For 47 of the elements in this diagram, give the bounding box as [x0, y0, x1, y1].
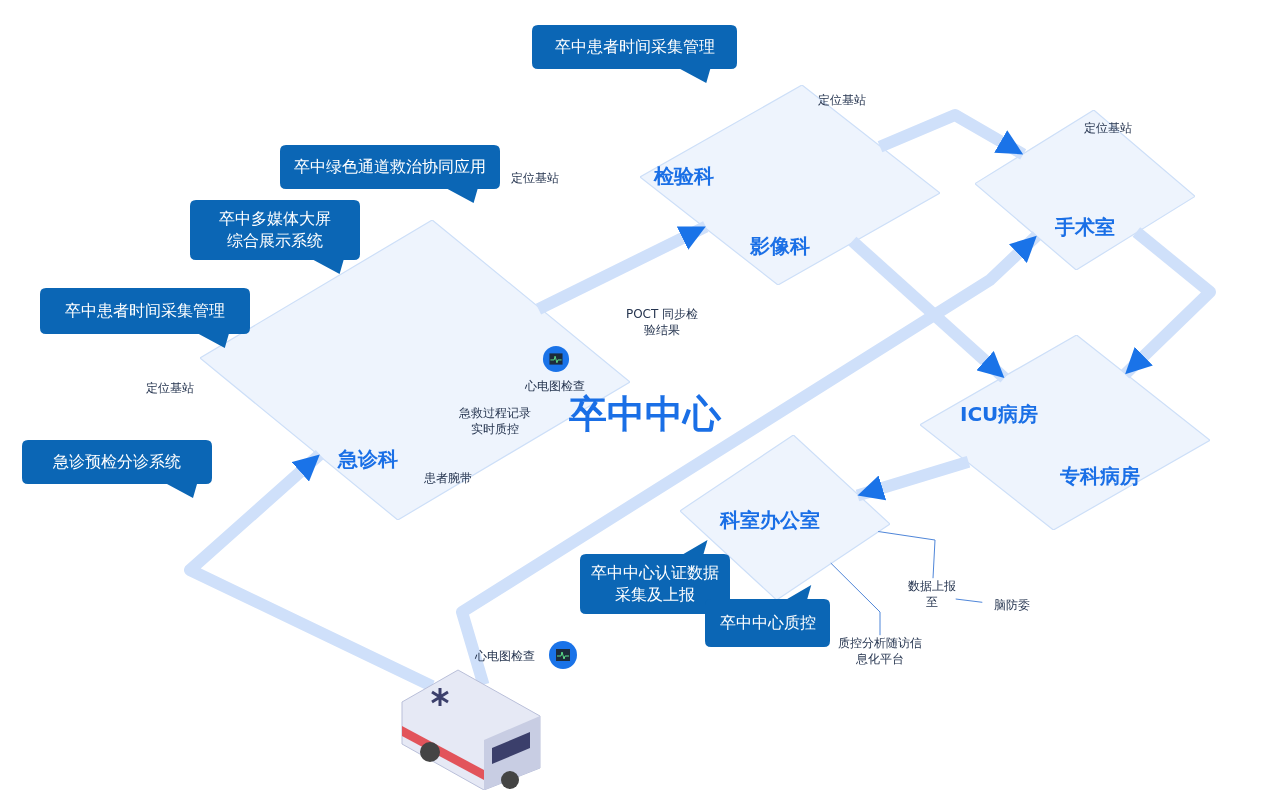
callout-bubble: [580, 540, 730, 614]
annotation-text: 数据上报至: [908, 578, 956, 610]
annotation-text: POCT 同步检验结果: [624, 306, 700, 338]
callout-bubble: [532, 25, 737, 83]
flow-track-arrow: [456, 231, 1041, 687]
annotation-text: 定位基站: [145, 380, 195, 396]
floor-platform: [920, 335, 1210, 530]
callout-text: 卒中患者时间采集管理: [64, 300, 226, 322]
department-label: 影像科: [750, 233, 810, 260]
flow-track-arrow: [535, 221, 709, 315]
annotation-text: 心电图检查: [524, 378, 586, 394]
annotation-text: 质控分析随访信息化平台: [837, 635, 923, 667]
callout-text: 卒中中心认证数据采集及上报: [590, 562, 720, 606]
annotation-text: 定位基站: [817, 92, 867, 108]
center-title: 卒中中心: [568, 392, 723, 436]
department-label: 科室办公室: [720, 507, 820, 534]
callout-text: 卒中中心质控: [718, 612, 817, 634]
callout-bubble: [190, 200, 360, 274]
caption-text: 心电图检查: [475, 648, 535, 664]
flow-track-arrow: [1120, 227, 1216, 379]
department-label: 检验科: [654, 163, 714, 190]
annotation-text: 急救过程记录实时质控: [458, 405, 532, 437]
flow-track-arrow: [848, 236, 1009, 383]
department-label: ICU病房: [960, 401, 1039, 428]
leader-line: [955, 598, 983, 603]
annotation-text: 定位基站: [510, 170, 560, 186]
callout-text: 卒中多媒体大屏综合展示系统: [218, 208, 332, 252]
callout-bubble: [22, 440, 212, 498]
department-label: 专科病房: [1060, 463, 1140, 490]
callout-text: 卒中患者时间采集管理: [553, 36, 716, 58]
annotation-text: 患者腕带: [423, 470, 473, 486]
department-label: 急诊科: [338, 446, 398, 473]
department-label: 手术室: [1055, 214, 1115, 241]
callout-bubble: [40, 288, 250, 348]
leader-line: [830, 562, 881, 636]
floor-platform: [640, 85, 940, 285]
annotation-text: 定位基站: [1083, 120, 1133, 136]
annotation-text: 脑防委: [993, 597, 1031, 613]
leader-line: [877, 531, 936, 579]
callout-bubble: [705, 585, 830, 647]
flow-track-arrow: [877, 109, 1027, 160]
callout-text: 卒中绿色通道救治协同应用: [293, 156, 487, 178]
callout-bubble: [280, 145, 500, 203]
callout-text: 急诊预检分诊系统: [52, 451, 182, 473]
flow-track-arrow: [855, 456, 971, 502]
floor-platform: [975, 110, 1195, 270]
flow-track-arrow: [184, 450, 435, 692]
